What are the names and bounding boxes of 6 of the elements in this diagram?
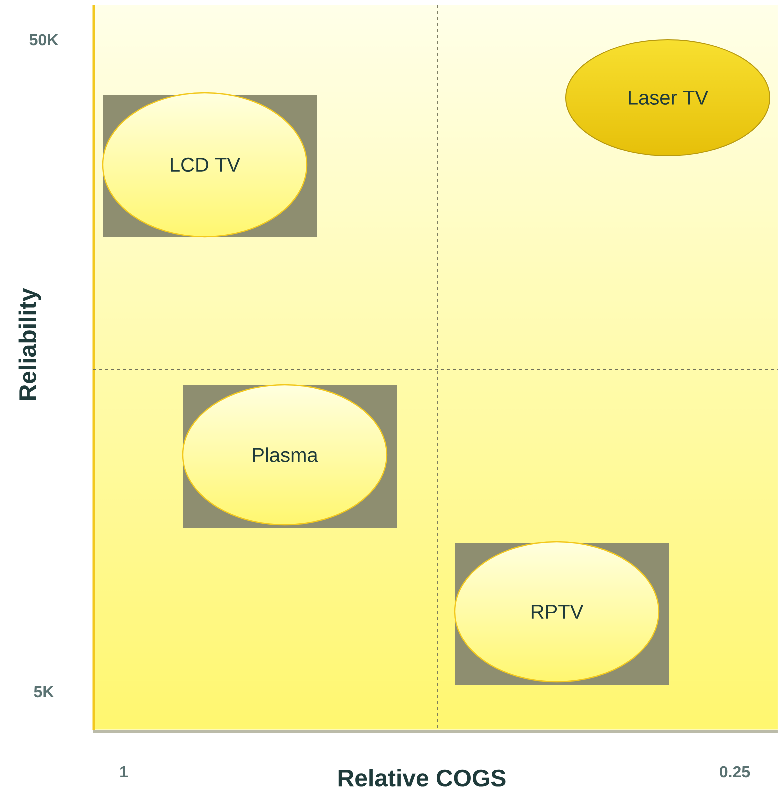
axis-title: Reliability	[18, 288, 42, 400]
axis-title: Relative COGS	[338, 769, 506, 787]
tick-label: 1	[120, 766, 128, 778]
tick-label: 50K	[30, 34, 59, 46]
tick-label: 5K	[34, 686, 54, 698]
tick-label: 0.25	[720, 766, 750, 778]
